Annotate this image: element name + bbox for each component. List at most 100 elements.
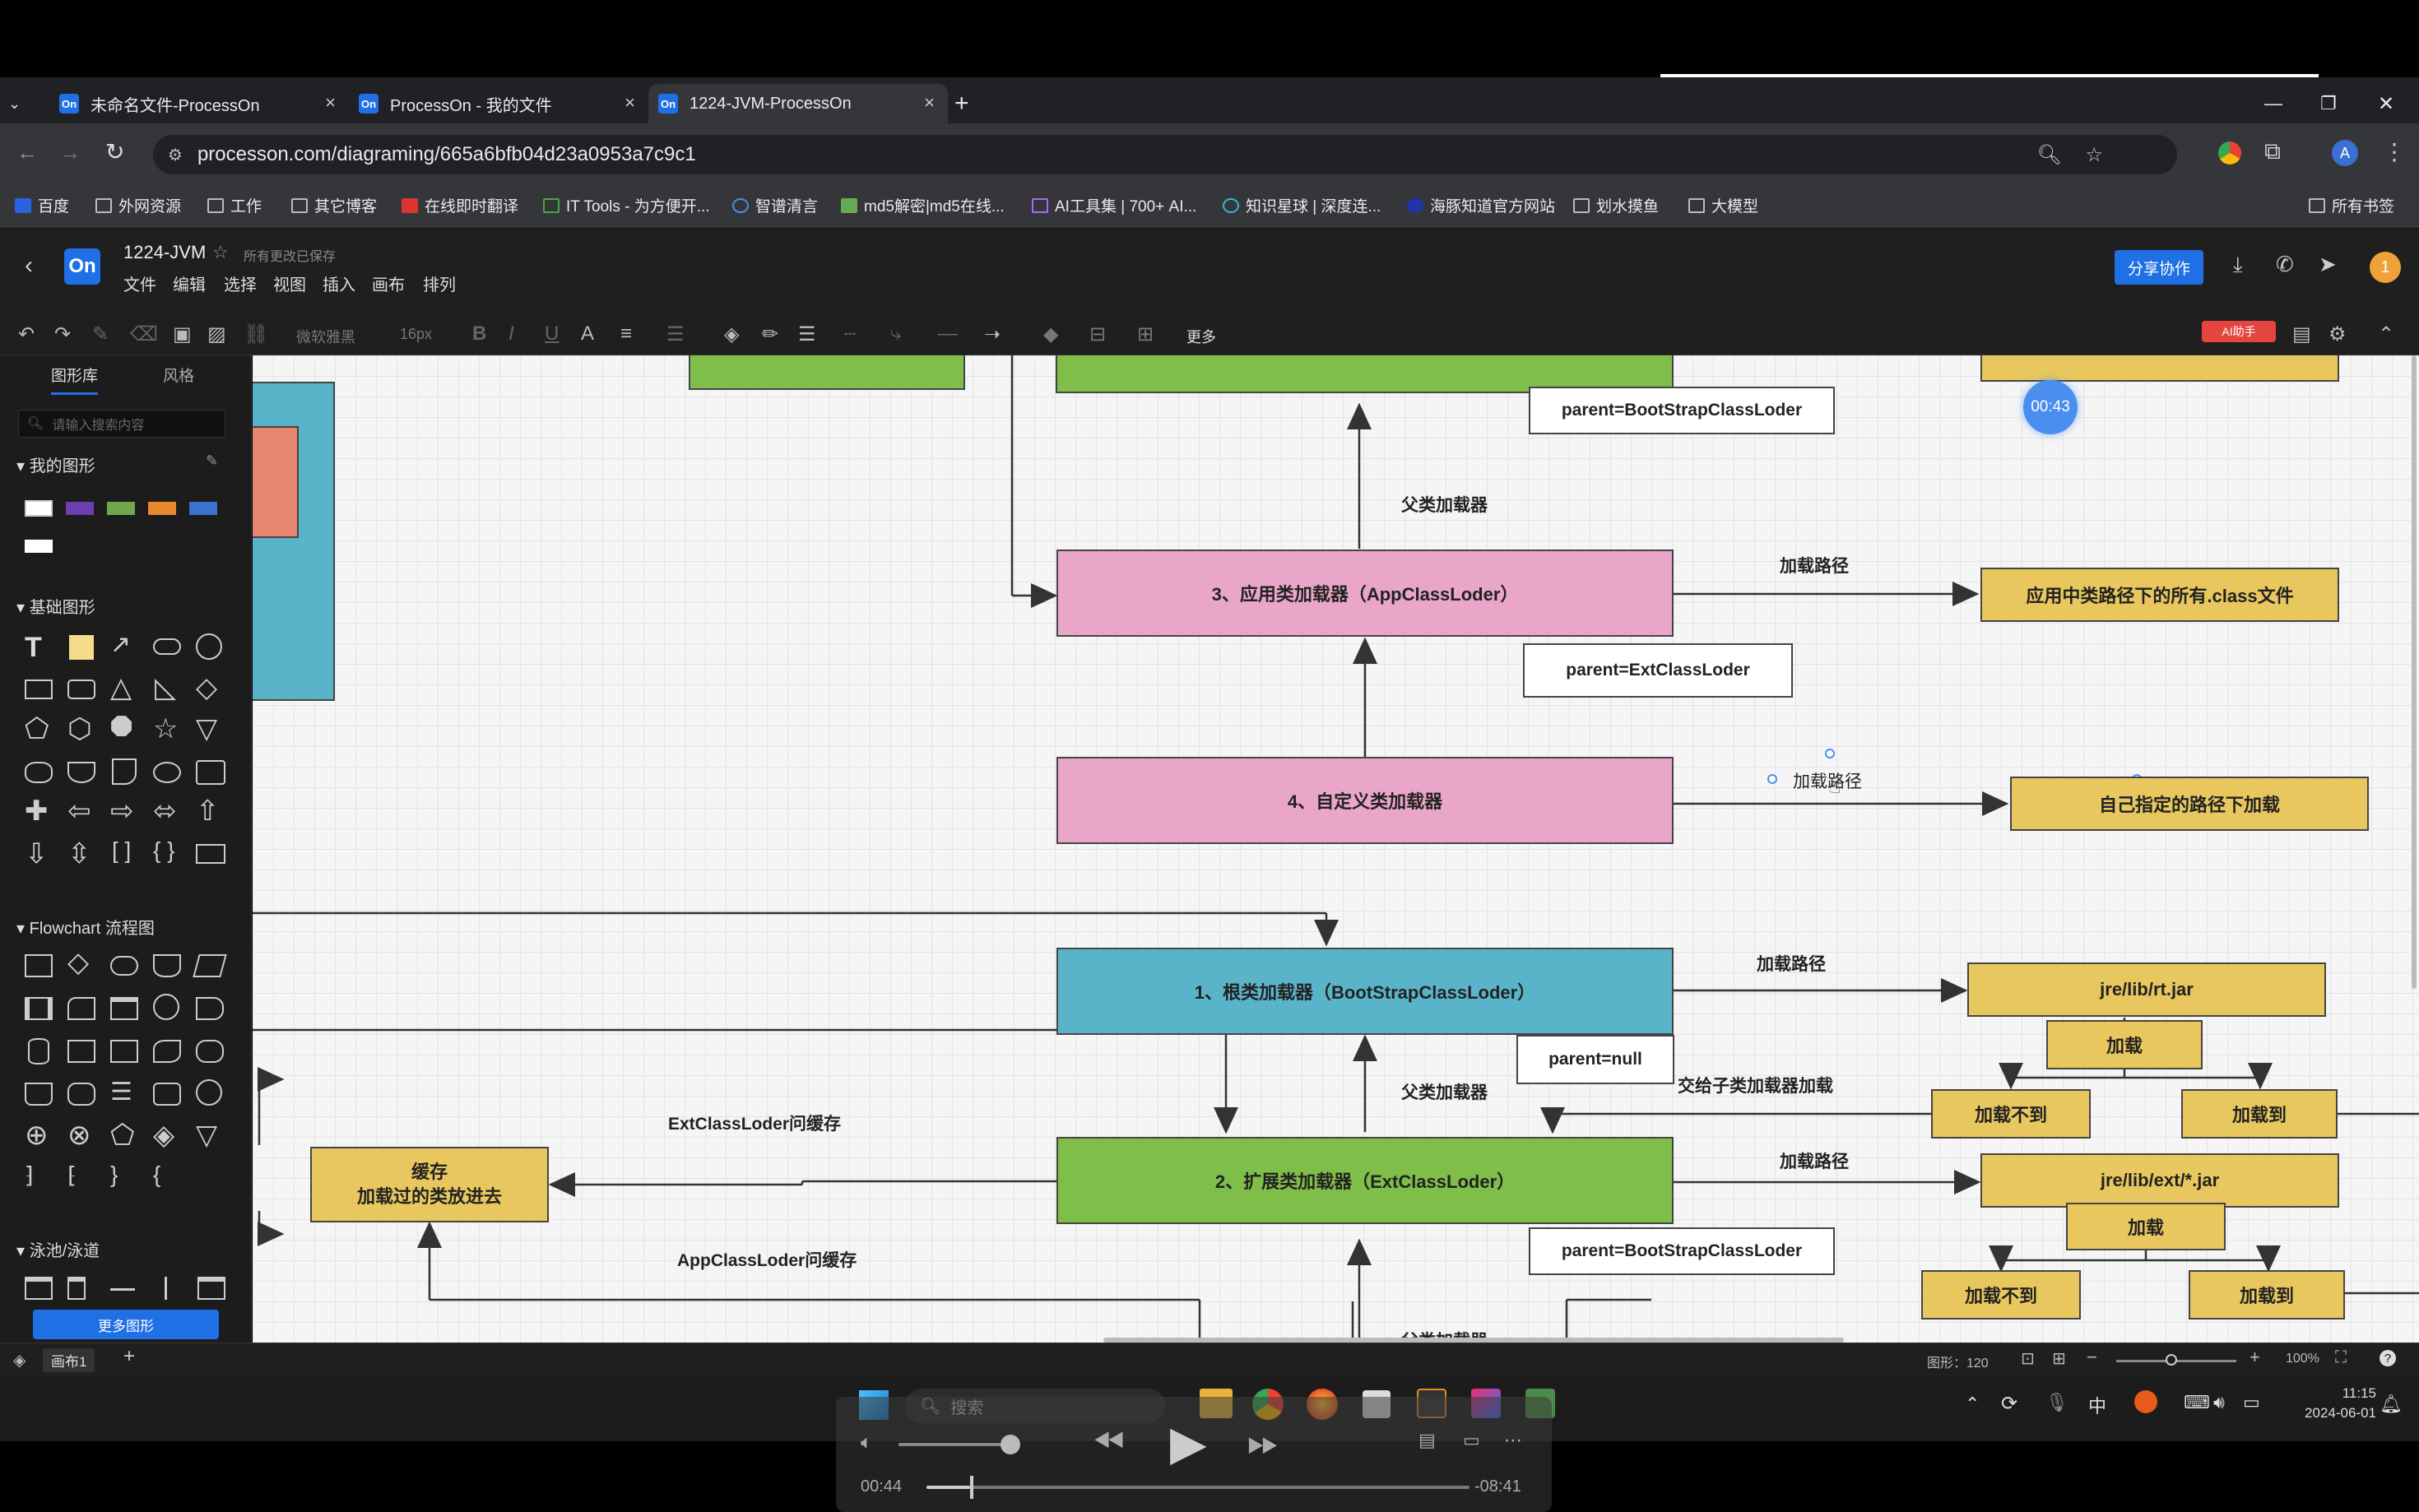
- extensions-puzzle-icon[interactable]: ⧉: [2264, 138, 2281, 164]
- extension-icon[interactable]: [2218, 141, 2241, 165]
- tab-style[interactable]: 风格: [163, 368, 195, 385]
- custom-classloader-node[interactable]: 4、自定义类加载器: [1056, 757, 1674, 844]
- back-arrow-icon[interactable]: ←: [16, 140, 38, 165]
- bookmark-item[interactable]: 知识星球 | 深度连...: [1223, 194, 1381, 216]
- note-shape-icon[interactable]: [69, 635, 94, 660]
- new-tab-plus-icon[interactable]: +: [954, 90, 969, 117]
- section-flowchart[interactable]: ▾ Flowchart 流程图: [16, 920, 155, 938]
- processon-logo[interactable]: On: [64, 248, 100, 285]
- address-bar[interactable]: ⚙ processon.com/diagraming/665a6bfb04d23…: [153, 135, 2177, 174]
- browser-tab-3-active[interactable]: On 1224-JVM-ProcessOn ×: [648, 84, 948, 123]
- menu-select[interactable]: 选择: [224, 276, 257, 295]
- parallel-shape-icon[interactable]: ☰: [110, 1078, 132, 1106]
- more-options-icon[interactable]: ⋯: [1504, 1430, 1522, 1450]
- rounded-rectangle-shape-icon[interactable]: [67, 679, 95, 699]
- left-arrow-shape-icon[interactable]: ⇦: [67, 795, 91, 827]
- collapse-chevron-icon[interactable]: ⌃: [2378, 323, 2395, 346]
- zoom-in-icon[interactable]: +: [2250, 1347, 2260, 1367]
- italic-icon[interactable]: I: [508, 322, 514, 345]
- right-triangle-shape-icon[interactable]: ◺: [155, 672, 177, 703]
- underline-icon[interactable]: U: [545, 322, 559, 345]
- cloud-shape-icon[interactable]: [25, 762, 53, 783]
- swatch-blue[interactable]: [189, 502, 217, 515]
- data-shape-icon[interactable]: [193, 954, 227, 977]
- share-button[interactable]: 分享协作: [2115, 250, 2203, 285]
- parent-ext-node[interactable]: parent=ExtClassLoder: [1523, 643, 1793, 698]
- connector-shape-icon[interactable]: [153, 994, 179, 1020]
- partial-orange-node[interactable]: [253, 426, 299, 538]
- decision-shape-icon[interactable]: ◇: [67, 947, 90, 978]
- file-name[interactable]: 1224-JVM: [123, 242, 207, 262]
- delay-shape-icon[interactable]: [112, 758, 137, 785]
- summing-junction-shape-icon[interactable]: ⊕: [25, 1120, 49, 1151]
- callout-shape-icon[interactable]: [196, 760, 225, 785]
- bookmark-item[interactable]: 百度: [15, 194, 69, 216]
- punched-tape-shape-icon[interactable]: [153, 1040, 181, 1063]
- star-icon[interactable]: ☆: [212, 242, 229, 262]
- annotation-left-shape-icon[interactable]: ⁅: [67, 1162, 77, 1188]
- paper-tape-shape-icon[interactable]: [110, 1040, 138, 1063]
- battery-icon[interactable]: ▭: [2243, 1392, 2260, 1412]
- loop-limit-shape-icon[interactable]: [153, 1083, 181, 1106]
- display-shape-icon[interactable]: [196, 1040, 224, 1063]
- start-arrow-icon[interactable]: —: [938, 322, 958, 345]
- octagon-shape-icon[interactable]: ⯃: [110, 712, 133, 744]
- parent-bootstrap-top-node[interactable]: parent=BootStrapClassLoder: [1529, 387, 1835, 434]
- section-basic-shapes[interactable]: ▾ 基础图形: [16, 599, 95, 617]
- lane-shape-icon[interactable]: [67, 1277, 86, 1300]
- menu-view[interactable]: 视图: [273, 276, 306, 295]
- zoom-level[interactable]: 100%: [2286, 1352, 2319, 1366]
- found-node-1[interactable]: 加载到: [2181, 1089, 2338, 1139]
- bookmark-folder[interactable]: 工作: [207, 194, 262, 216]
- browser-tab-2[interactable]: On ProcessOn - 我的文件 ×: [349, 84, 648, 123]
- tab-search-button[interactable]: ⌄: [8, 95, 21, 112]
- window-close-icon[interactable]: ✕: [2378, 92, 2395, 115]
- volume-icon[interactable]: 🔊︎: [2213, 1392, 2225, 1412]
- forward-arrow-icon[interactable]: →: [59, 140, 81, 165]
- reload-icon[interactable]: ↻: [105, 139, 125, 165]
- back-chevron-icon[interactable]: ‹: [25, 252, 33, 279]
- captions-icon[interactable]: ▤: [1418, 1430, 1436, 1450]
- phone-icon[interactable]: ✆: [2276, 252, 2294, 276]
- separator-h-shape-icon[interactable]: [110, 1288, 135, 1291]
- parent-bootstrap-bottom-node[interactable]: parent=BootStrapClassLoder: [1529, 1227, 1835, 1275]
- line-width-icon[interactable]: ☰: [798, 323, 816, 346]
- mic-icon[interactable]: 🎙︎: [2045, 1392, 2068, 1412]
- send-icon[interactable]: ➤: [2319, 252, 2337, 276]
- ai-assistant-button[interactable]: AI助手: [2202, 321, 2276, 342]
- brace-shape-icon[interactable]: { }: [153, 837, 175, 863]
- double-arrow-shape-icon[interactable]: ⬄: [153, 795, 177, 827]
- bookmark-item[interactable]: 海豚知道官方网站: [1407, 194, 1555, 216]
- load-node-1[interactable]: 加载: [2046, 1020, 2203, 1069]
- close-icon[interactable]: ×: [325, 92, 336, 113]
- merge-shape-icon[interactable]: ▽: [196, 1120, 218, 1151]
- tray-chevron-icon[interactable]: ⌃: [1965, 1394, 1980, 1414]
- bookmark-folder[interactable]: 外网资源: [95, 194, 181, 216]
- zoom-out-icon[interactable]: −: [2087, 1347, 2097, 1367]
- cross-shape-icon[interactable]: ✚: [25, 795, 49, 827]
- ext-classloader-node[interactable]: 2、扩展类加载器（ExtClassLoder）: [1056, 1137, 1674, 1224]
- load-path-label-2-selected[interactable]: 加载路径: [1793, 772, 1862, 791]
- more-shapes-button[interactable]: 更多图形: [33, 1310, 219, 1339]
- swatch-orange[interactable]: [148, 502, 176, 515]
- line-shape-icon[interactable]: ↗: [110, 631, 132, 658]
- restore-icon[interactable]: ❐: [2320, 93, 2337, 114]
- vertical-scrollbar[interactable]: [2412, 355, 2417, 989]
- text-box-icon[interactable]: ▣: [173, 323, 192, 346]
- rewind-icon[interactable]: ⏪︎: [1093, 1421, 1125, 1464]
- menu-edit[interactable]: 编辑: [173, 276, 206, 295]
- align-objects-icon[interactable]: ⊟: [1089, 323, 1107, 346]
- page-tab[interactable]: 画布1: [43, 1348, 95, 1372]
- bookmark-item[interactable]: 智谱清言: [732, 194, 818, 216]
- not-found-node-2[interactable]: 加载不到: [1921, 1270, 2081, 1320]
- font-color-icon[interactable]: A: [581, 322, 595, 345]
- stored-data-shape-icon[interactable]: [196, 997, 224, 1020]
- minimize-icon[interactable]: —: [2264, 93, 2282, 114]
- pentagon-shape-icon[interactable]: ⬠: [25, 713, 49, 744]
- layer-icon[interactable]: ◆: [1043, 323, 1059, 346]
- partial-yellow-node[interactable]: [1980, 355, 2339, 382]
- vertical-pool-shape-icon[interactable]: [197, 1277, 225, 1300]
- off-page-shape-icon[interactable]: [196, 1079, 222, 1106]
- swatch-white-2[interactable]: [25, 540, 53, 553]
- swatch-purple[interactable]: [66, 502, 94, 515]
